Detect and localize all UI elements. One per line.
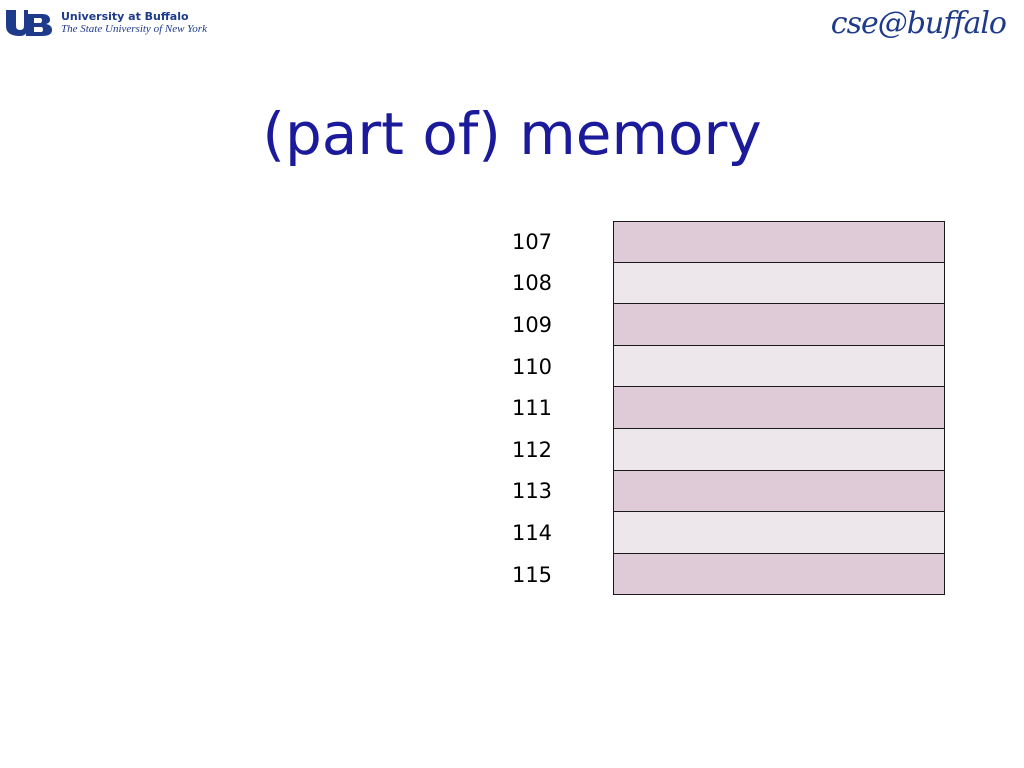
memory-row: 108 [500, 262, 945, 305]
memory-cell [613, 553, 945, 596]
memory-address: 112 [511, 437, 553, 462]
memory-cell [613, 470, 945, 513]
memory-address: 111 [511, 396, 553, 421]
cse-buffalo-logo: cse@buffalo [830, 6, 1007, 41]
memory-address: 113 [511, 479, 553, 504]
ub-subtitle: The State University of New York [61, 23, 207, 35]
memory-row: 112 [500, 428, 945, 471]
ub-name: University at Buffalo [61, 10, 189, 23]
memory-address: 110 [511, 354, 553, 379]
slide-title: (part of) memory [262, 100, 762, 168]
memory-cell [613, 512, 945, 554]
memory-cell [613, 304, 945, 346]
ub-logo-icon: UB [4, 8, 54, 38]
memory-row: 111 [500, 387, 945, 429]
memory-cell [613, 221, 945, 263]
memory-row: 110 [500, 345, 945, 388]
memory-address: 114 [511, 520, 553, 545]
memory-row: 109 [500, 304, 945, 346]
memory-address: 115 [511, 562, 553, 587]
memory-row: 107 [500, 221, 945, 263]
memory-cell [613, 345, 945, 388]
ub-logo: UB University at Buffalo The State Unive… [4, 8, 207, 38]
memory-table: 107 108 109 110 111 112 113 114 115 [500, 221, 945, 596]
memory-row: 113 [500, 470, 945, 513]
memory-address: 108 [511, 271, 553, 296]
memory-cell [613, 387, 945, 429]
memory-cell [613, 428, 945, 471]
memory-address: 109 [511, 312, 553, 337]
memory-address: 107 [511, 229, 553, 254]
memory-row: 114 [500, 512, 945, 554]
memory-row: 115 [500, 553, 945, 596]
memory-cell [613, 262, 945, 305]
